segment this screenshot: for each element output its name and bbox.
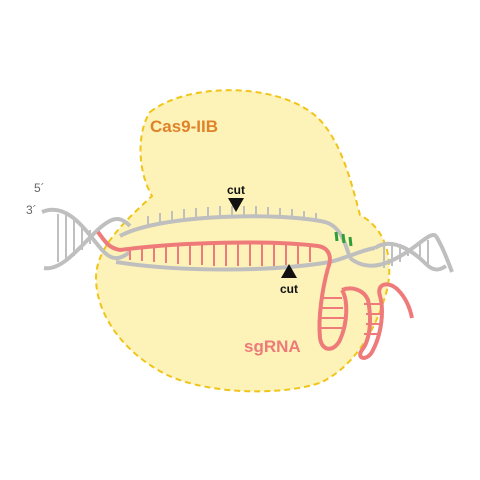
dna-left-helix — [41, 207, 132, 271]
dna-right-rungs — [383, 240, 429, 268]
cut-top-arrow-icon — [228, 198, 244, 212]
dna-top-ticks — [147, 206, 317, 225]
sgrna-scaffold — [317, 267, 414, 360]
sgrna-label: sgRNA — [244, 337, 301, 356]
dna-left-rungs — [57, 214, 91, 262]
cut-bottom-arrow-icon — [281, 264, 297, 278]
guide-pairing-rungs — [129, 244, 311, 266]
pam-marks — [334, 231, 353, 247]
three-prime-label: 3´ — [26, 203, 37, 217]
protein-label: Cas9-IIB — [150, 117, 218, 136]
cut-bottom-label: cut — [280, 282, 298, 296]
five-prime-label: 5´ — [34, 181, 45, 195]
scaffold-rungs — [320, 297, 382, 335]
sgrna-guide-strand — [96, 230, 332, 269]
dna-right-helix — [348, 233, 454, 273]
cut-top-label: cut — [227, 183, 245, 197]
dna-bottom-strand — [115, 246, 376, 272]
